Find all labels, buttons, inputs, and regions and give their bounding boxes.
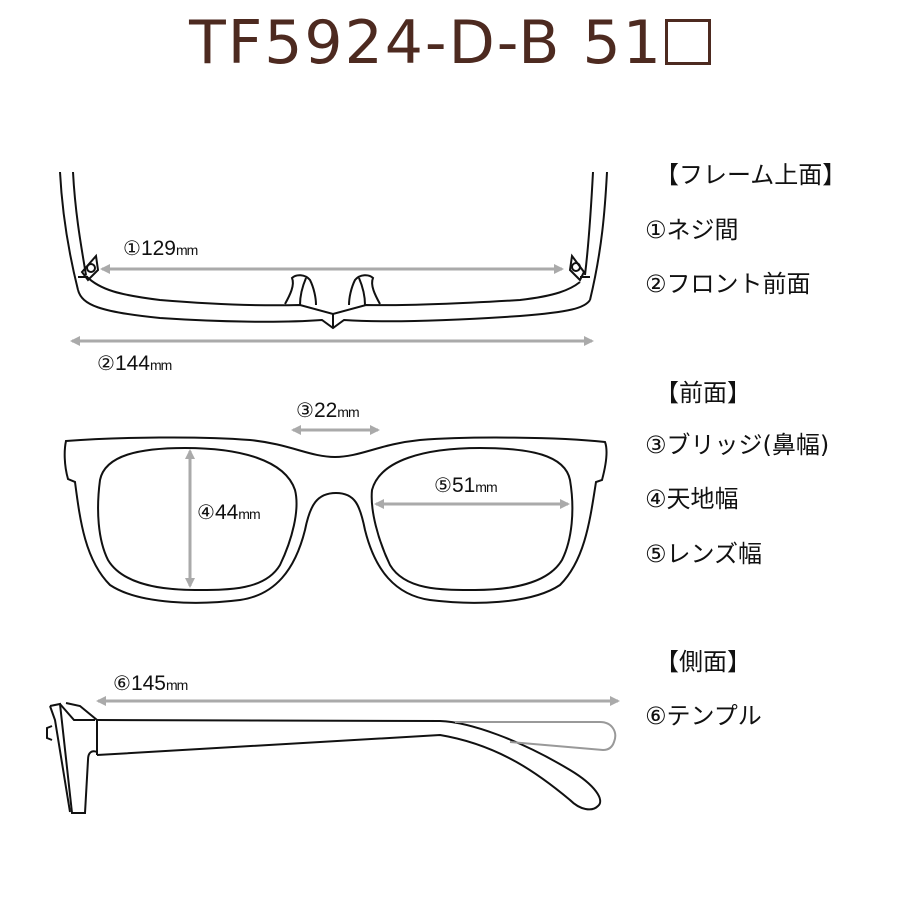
dim-value: 51 (451, 474, 476, 497)
model-number: TF5924-D-B (189, 8, 562, 78)
dim-unit: mm (337, 404, 359, 420)
dim-number: ③ (296, 400, 314, 422)
legend-label: 天地幅 (666, 485, 739, 513)
legend-label: ネジ間 (666, 216, 739, 244)
legend-number: ① (645, 216, 667, 244)
top-view-frame (59, 171, 608, 330)
dim-label-lens-height: ④44mm (197, 501, 261, 524)
dim-unit: mm (475, 479, 497, 495)
legend-item-temple: ⑥テンプル (645, 704, 762, 728)
legend-number: ③ (645, 431, 667, 459)
model-title: TF5924-D-B 51 (0, 8, 900, 78)
dim-label-front-width: ②144mm (97, 352, 172, 375)
legend-item-bridge: ③ブリッジ(鼻幅) (645, 433, 829, 457)
legend-label: テンプル (666, 702, 762, 730)
dim-number: ⑥ (113, 673, 131, 695)
legend-label: レンズ幅 (666, 540, 763, 568)
dim-value: 44 (214, 501, 239, 524)
legend-heading-side-view: 【側面】 (655, 648, 751, 676)
dim-value: 129 (140, 237, 176, 260)
dim-unit: mm (238, 506, 260, 522)
legend-item-lens-height: ④天地幅 (645, 487, 739, 511)
dim-label-bridge: ③22mm (296, 399, 360, 422)
dim-value: 22 (313, 399, 338, 422)
dim-unit: mm (149, 357, 172, 373)
legend-heading-top-view: 【フレーム上面】 (655, 161, 847, 189)
dim-number: ① (123, 238, 141, 260)
dim-number: ④ (197, 502, 215, 524)
dim-unit: mm (175, 242, 198, 258)
straight-temple-outline (455, 721, 617, 752)
size-square-icon (664, 19, 711, 65)
legend-number: ⑤ (645, 540, 667, 568)
dim-label-lens-width: ⑤51mm (434, 474, 498, 497)
legend-label: フロント前面 (666, 270, 811, 298)
dim-value: 144 (114, 352, 150, 375)
dim-number: ② (97, 353, 115, 375)
side-view-frame (46, 702, 602, 814)
dim-label-screw-distance: ①129mm (123, 237, 198, 260)
legend-label: ブリッジ(鼻幅) (666, 431, 830, 459)
legend-number: ⑥ (645, 702, 667, 730)
dim-value: 145 (130, 672, 166, 695)
dim-number: ⑤ (434, 475, 452, 497)
front-view-frame (63, 436, 608, 604)
legend-item-screw-distance: ①ネジ間 (645, 218, 739, 242)
legend-heading-front-view: 【前面】 (655, 379, 751, 407)
legend-number: ② (645, 270, 667, 298)
legend-item-lens-width: ⑤レンズ幅 (645, 542, 762, 566)
legend-number: ④ (645, 485, 667, 513)
dim-unit: mm (165, 677, 188, 693)
lens-size: 51 (582, 8, 663, 78)
dim-label-temple-length: ⑥145mm (113, 672, 188, 695)
legend-item-front-width: ②フロント前面 (645, 272, 811, 296)
